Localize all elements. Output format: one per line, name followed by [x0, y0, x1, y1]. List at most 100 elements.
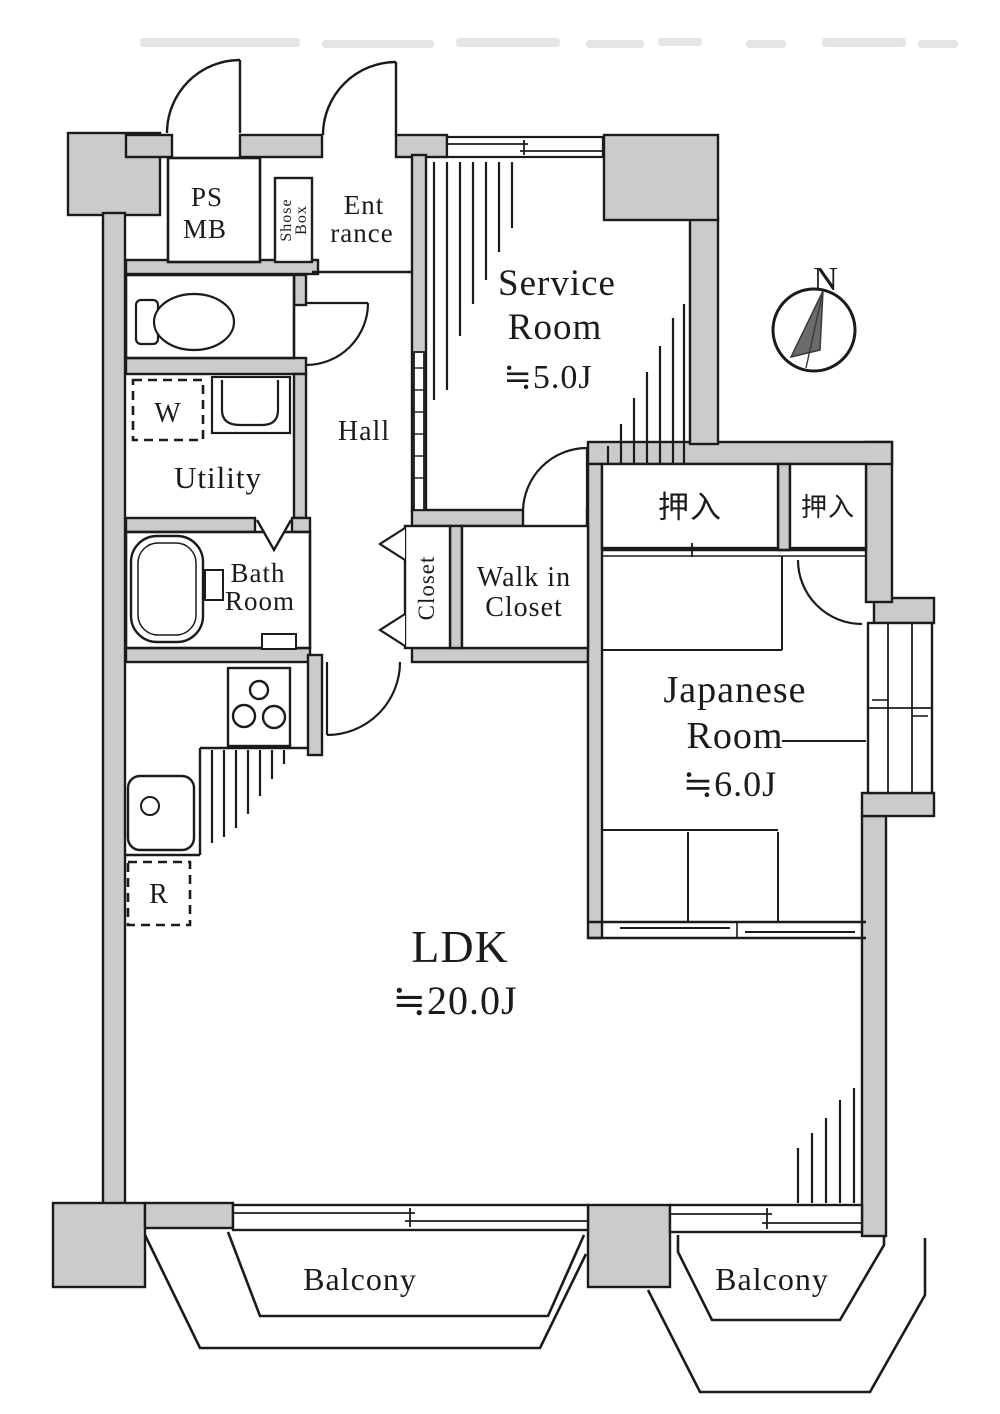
ps-mb-label-1: PS	[191, 182, 223, 212]
wall-toilet-bottom	[124, 356, 308, 376]
wall-right-lower	[860, 814, 888, 1238]
scan-artifact-strip	[140, 38, 958, 48]
oshiire-left-label: 押入	[658, 490, 722, 525]
balcony-left-shape	[143, 1231, 588, 1350]
wall-left	[101, 211, 127, 1212]
oshiire-right-label: 押入	[801, 493, 855, 522]
kitchen	[126, 666, 308, 927]
closet-strip	[377, 524, 452, 650]
labels: PS MB Shose Box Ent rance Service Room ≒…	[149, 182, 855, 1297]
hall-east-inset	[413, 351, 425, 511]
shoe-box-label-1: Shose	[278, 198, 295, 241]
japanese-room-label-2: Room	[687, 715, 784, 757]
ldk-label: LDK	[411, 921, 509, 972]
wall-top-c	[394, 133, 449, 159]
wall-bottom-left-block	[51, 1201, 147, 1289]
kitchen-counter	[126, 746, 308, 857]
toilet-room	[124, 273, 370, 367]
bath-folding-door-icon	[255, 519, 293, 553]
outer-walls	[51, 131, 936, 1289]
stove-icon	[226, 666, 292, 748]
ps-mb-box	[166, 156, 262, 264]
ldk-hatch	[796, 1088, 856, 1203]
compass-needle	[789, 290, 824, 359]
wall-service-right	[688, 216, 720, 446]
bath-room-label-2: Room	[225, 586, 295, 616]
service-room-window	[445, 135, 605, 159]
wall-bottom-left-segment	[143, 1201, 235, 1230]
bifold-door-icon-bottom	[377, 613, 406, 647]
wall-bottom-middle-pillar	[586, 1203, 672, 1289]
wall-top-a	[124, 133, 174, 159]
wall-bath-top-right	[290, 516, 312, 534]
oshiire-right-box	[788, 462, 868, 550]
balcony-right-shape	[646, 1235, 927, 1394]
bathtub-icon	[129, 534, 224, 644]
shoe-box-label-2: Box	[293, 205, 310, 235]
wall-utility-right	[292, 372, 308, 520]
bath-room-label-1: Bath	[231, 558, 286, 588]
entry-doors	[165, 58, 398, 136]
service-door-icon	[521, 446, 589, 513]
oshiire-left-box	[600, 462, 780, 550]
japanese-room-area: ≒6.0J	[683, 764, 777, 804]
wall-service-bottom-left	[410, 508, 525, 528]
wall-kitchen-stub	[306, 653, 324, 757]
bay-window	[866, 621, 934, 795]
service-room-label-2: Room	[508, 307, 602, 348]
service-room-area: ≒5.0J	[503, 359, 592, 396]
ldk-balcony-window	[231, 1203, 590, 1232]
wall-closet-bottom	[410, 646, 590, 664]
north-label: N	[813, 261, 839, 298]
toilet-door-icon	[305, 301, 370, 367]
ldk-door-icon	[325, 661, 402, 737]
toilet-icon	[134, 292, 236, 352]
wall-oshiire-partition	[776, 462, 792, 552]
wall-closet-wic-divider	[448, 524, 464, 650]
service-room-label-1: Service	[498, 263, 616, 304]
bath-step	[261, 633, 297, 650]
washer-label: W	[154, 398, 181, 429]
japanese-room-label-1: Japanese	[663, 669, 806, 711]
utility-label: Utility	[174, 460, 262, 495]
entrance-door-icon	[321, 60, 398, 136]
japanese-room-door-icon	[796, 559, 863, 626]
balcony-right-label: Balcony	[715, 1261, 829, 1297]
shoe-box	[273, 176, 314, 264]
wall-bath-bottom	[124, 646, 312, 664]
washer-box	[131, 378, 205, 442]
entrance-label-2: rance	[330, 218, 393, 248]
tatami-lines	[602, 556, 866, 922]
utility-room	[131, 375, 292, 442]
walk-in-closet-room	[460, 524, 590, 650]
wall-top-right-block	[602, 133, 720, 222]
entrance-area	[166, 156, 412, 274]
wall-right-upper	[864, 440, 894, 604]
japanese-balcony-window	[668, 1203, 864, 1234]
hall-label: Hall	[338, 416, 390, 447]
refrigerator-label: R	[149, 879, 169, 910]
entrance-label-1: Ent	[344, 190, 385, 220]
ps-mb-label-2: MB	[183, 214, 227, 244]
wall-bath-top-left	[124, 516, 257, 534]
walk-in-closet-label-2: Closet	[485, 592, 563, 623]
ldk-area: ≒20.0J	[392, 978, 517, 1023]
bath-room	[124, 519, 312, 650]
wall-toilet-right	[292, 273, 308, 307]
refrigerator-box	[126, 860, 192, 927]
utility-sink	[210, 375, 292, 435]
compass-icon	[771, 287, 857, 373]
psmb-door-icon	[165, 58, 242, 134]
japanese-room-sliding-doors	[588, 920, 866, 940]
balcony-left-label: Balcony	[303, 1261, 417, 1297]
wall-japanese-left	[586, 462, 604, 940]
oshiire-area	[600, 462, 868, 557]
bifold-door-icon-top	[377, 527, 406, 561]
closet-label: Closet	[414, 556, 439, 621]
kitchen-sink-icon	[126, 774, 196, 852]
kitchen-hatch	[210, 750, 286, 843]
wall-top-b	[238, 133, 324, 159]
wall-bay-lower-block	[860, 791, 936, 818]
